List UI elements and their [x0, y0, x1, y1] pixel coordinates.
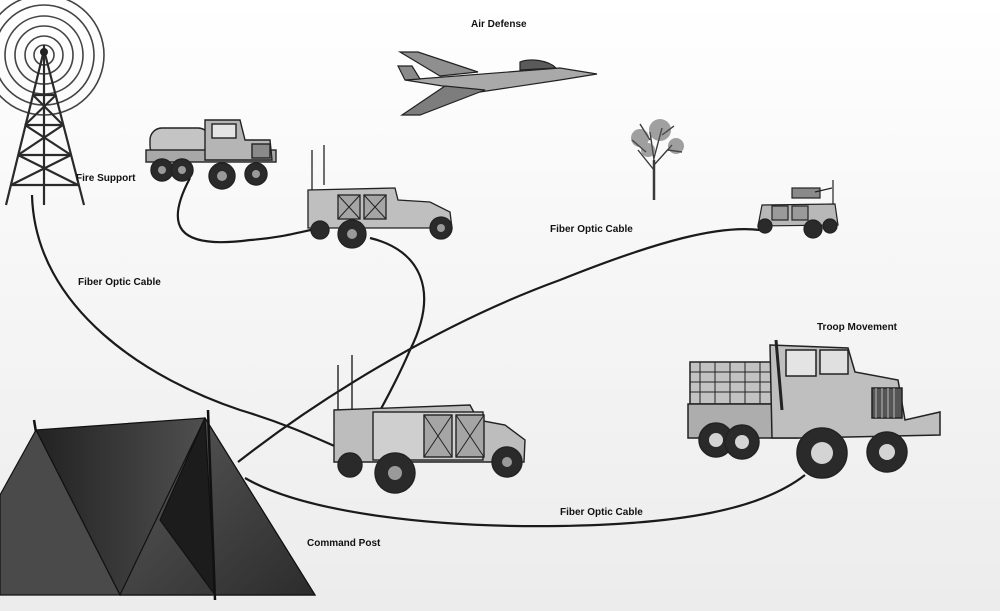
- tree-icon: [631, 119, 684, 200]
- label-command-post: Command Post: [307, 538, 381, 549]
- cargo-truck-icon: [687, 339, 941, 479]
- cable-tower-to-command-humvee: [30, 194, 356, 457]
- radio-tower-icon: [0, 0, 105, 206]
- humvee-comms-icon: [307, 145, 453, 249]
- cable-humvee-to-command-humvee: [369, 236, 426, 421]
- label-fire-support: Fire Support: [76, 173, 136, 184]
- command-humvee-icon: [333, 355, 526, 494]
- label-fiber-optic-cable-bottom: Fiber Optic Cable: [560, 507, 643, 518]
- label-fiber-optic-cable-top: Fiber Optic Cable: [550, 224, 633, 235]
- cable-command-to-remote-humvee: [237, 227, 761, 463]
- tent-icon: [0, 409, 317, 601]
- cable-command-to-cargo-truck: [244, 474, 806, 528]
- tanker-truck-icon: [145, 119, 277, 190]
- cable-truck-to-humvee: [176, 177, 321, 244]
- label-troop-movement: Troop Movement: [817, 322, 898, 333]
- armed-humvee-icon: [757, 180, 839, 239]
- fiber-optic-cables: [30, 177, 806, 528]
- label-air-defense: Air Defense: [471, 19, 527, 30]
- fighter-jet-icon: [397, 51, 598, 116]
- label-fiber-optic-cable-left: Fiber Optic Cable: [78, 277, 161, 288]
